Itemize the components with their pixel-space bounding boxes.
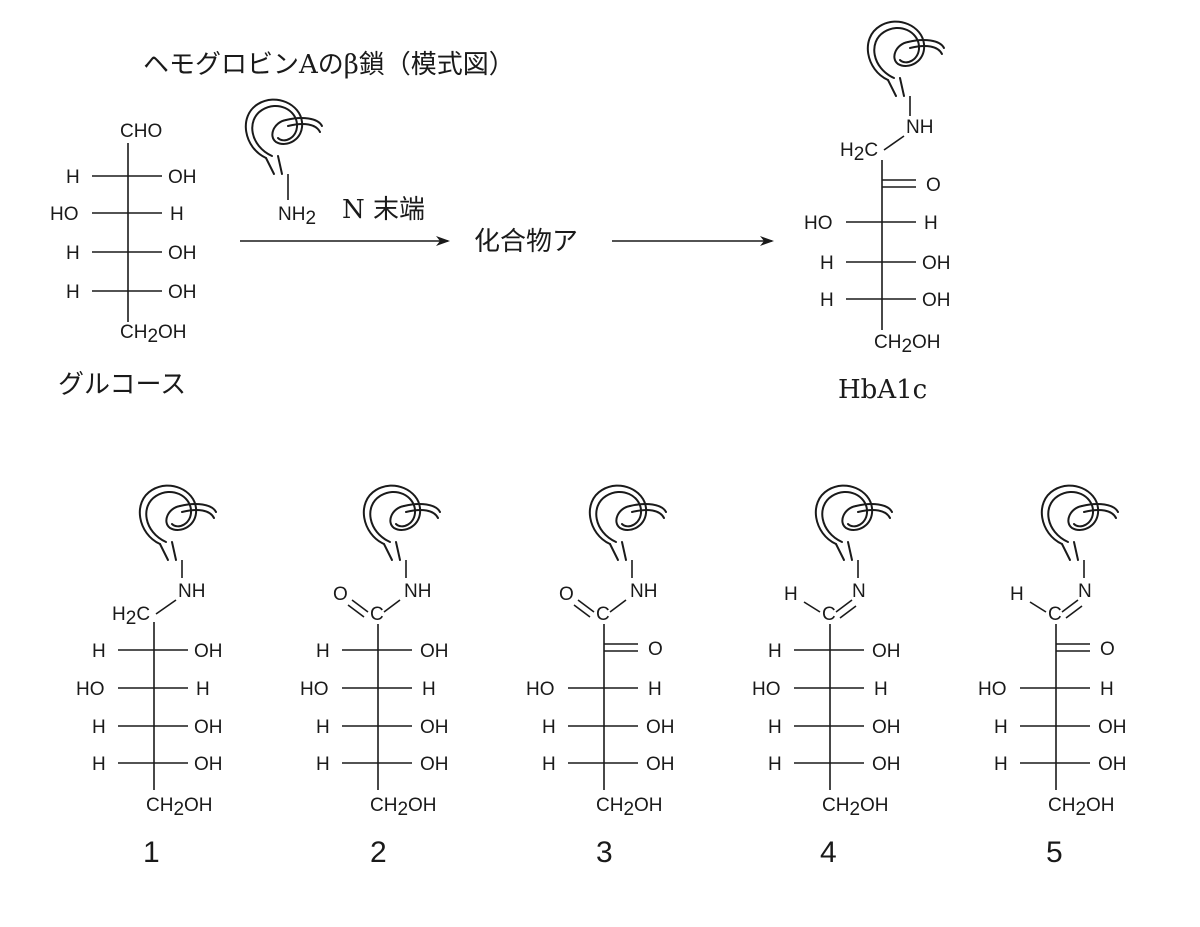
hba1c-label: HbA1c (838, 375, 927, 405)
option-1-structure: NH H2C H OH HO H H OH H OH CH2OH (76, 484, 223, 820)
svg-text:O: O (1100, 639, 1115, 660)
svg-text:OH: OH (646, 754, 675, 775)
svg-text:OH: OH (1098, 717, 1127, 738)
svg-text:H: H (820, 290, 834, 311)
option-4-structure: N C H H OH HO H H OH H OH CH2OH (752, 484, 901, 820)
svg-text:C: C (1048, 604, 1062, 625)
svg-text:H: H (66, 282, 80, 303)
option-3-structure: NH C O O HO H H OH H OH CH2OH (526, 484, 675, 820)
svg-text:H: H (196, 679, 210, 700)
svg-text:H: H (768, 717, 782, 738)
svg-text:H: H (422, 679, 436, 700)
glucose-structure: CHO H OH HO H H OH H OH CH2OH (50, 121, 197, 347)
svg-text:H: H (66, 243, 80, 264)
svg-text:CH2OH: CH2OH (146, 795, 213, 820)
svg-text:H: H (1100, 679, 1114, 700)
svg-text:CH2OH: CH2OH (120, 322, 187, 347)
svg-text:NH: NH (178, 581, 205, 602)
svg-text:O: O (333, 584, 348, 605)
svg-text:HO: HO (76, 679, 105, 700)
option-3-number[interactable]: 3 (596, 836, 613, 869)
svg-text:H: H (1010, 584, 1024, 605)
svg-text:CH2OH: CH2OH (596, 795, 663, 820)
title-text: ヘモグロビンAのβ鎖（模式図） (143, 50, 515, 80)
svg-text:OH: OH (168, 282, 197, 303)
svg-text:CH2OH: CH2OH (1048, 795, 1115, 820)
svg-text:OH: OH (168, 167, 197, 188)
svg-text:NH: NH (404, 581, 431, 602)
svg-text:H: H (542, 717, 556, 738)
svg-text:OH: OH (420, 717, 449, 738)
svg-text:NH: NH (630, 581, 657, 602)
svg-text:H: H (92, 717, 106, 738)
svg-text:CH2OH: CH2OH (874, 332, 941, 357)
svg-text:N: N (1078, 581, 1092, 602)
svg-text:OH: OH (922, 290, 951, 311)
svg-text:C: C (370, 604, 384, 625)
svg-text:OH: OH (420, 754, 449, 775)
svg-text:HO: HO (978, 679, 1007, 700)
svg-text:CH2OH: CH2OH (822, 795, 889, 820)
svg-text:HO: HO (752, 679, 781, 700)
svg-text:O: O (559, 584, 574, 605)
svg-text:OH: OH (646, 717, 675, 738)
glucose-label: グルコース (58, 370, 186, 400)
svg-text:NH: NH (906, 117, 933, 138)
svg-text:H: H (994, 754, 1008, 775)
svg-text:OH: OH (872, 754, 901, 775)
svg-text:O: O (926, 175, 941, 196)
svg-text:OH: OH (194, 717, 223, 738)
svg-text:OH: OH (194, 641, 223, 662)
svg-text:OH: OH (872, 717, 901, 738)
svg-text:N: N (852, 581, 866, 602)
svg-text:OH: OH (194, 754, 223, 775)
option-1-number[interactable]: 1 (143, 836, 160, 869)
svg-text:HO: HO (804, 213, 833, 234)
n-terminal-label: N 末端 (342, 195, 425, 225)
svg-text:H: H (648, 679, 662, 700)
svg-text:HO: HO (50, 204, 79, 225)
svg-text:CH2OH: CH2OH (370, 795, 437, 820)
cho-label: CHO (120, 121, 162, 142)
option-5-structure: N C H O HO H H OH H OH CH2OH (978, 484, 1127, 820)
compound-a-label: 化合物ア (474, 227, 578, 257)
svg-text:O: O (648, 639, 663, 660)
svg-text:H2C: H2C (840, 140, 878, 165)
svg-text:OH: OH (1098, 754, 1127, 775)
svg-text:H: H (542, 754, 556, 775)
svg-text:H: H (92, 641, 106, 662)
svg-text:H: H (316, 754, 330, 775)
svg-text:C: C (822, 604, 836, 625)
svg-text:H: H (92, 754, 106, 775)
svg-text:H: H (316, 717, 330, 738)
svg-text:OH: OH (922, 253, 951, 274)
svg-text:C: C (596, 604, 610, 625)
svg-text:HO: HO (526, 679, 555, 700)
svg-text:OH: OH (168, 243, 197, 264)
svg-text:H: H (924, 213, 938, 234)
svg-text:OH: OH (420, 641, 449, 662)
svg-text:H: H (784, 584, 798, 605)
svg-text:H: H (994, 717, 1008, 738)
beta-chain-coil: NH2 (244, 98, 323, 229)
option-4-number[interactable]: 4 (820, 836, 837, 869)
svg-text:H: H (874, 679, 888, 700)
svg-text:OH: OH (872, 641, 901, 662)
svg-text:HO: HO (300, 679, 329, 700)
option-2-number[interactable]: 2 (370, 836, 387, 869)
svg-text:H: H (66, 167, 80, 188)
svg-text:NH2: NH2 (278, 204, 316, 229)
svg-text:H: H (768, 641, 782, 662)
hba1c-structure: NH H2C O HO H H OH H OH CH2OH (804, 20, 951, 357)
svg-text:H: H (316, 641, 330, 662)
svg-text:H: H (768, 754, 782, 775)
svg-text:H: H (820, 253, 834, 274)
svg-text:H: H (170, 204, 184, 225)
option-5-number[interactable]: 5 (1046, 836, 1063, 869)
svg-text:H2C: H2C (112, 604, 150, 629)
option-2-structure: NH C O H OH HO H H OH H OH CH2OH (300, 484, 449, 820)
